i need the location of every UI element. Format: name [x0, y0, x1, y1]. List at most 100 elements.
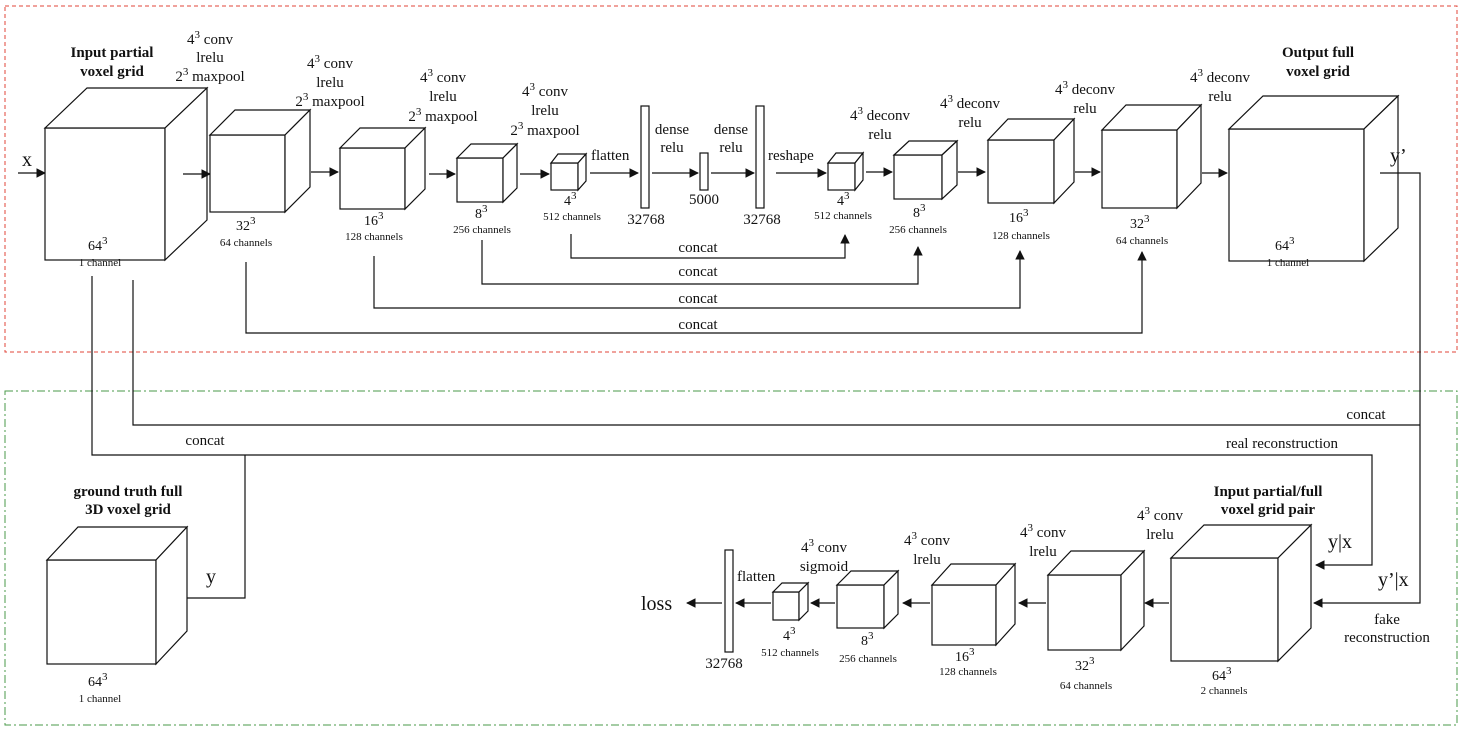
gt-title-line2: 3D voxel grid — [85, 502, 171, 518]
encoder-channels-8: 256 channels — [453, 224, 511, 236]
encoder-op-4-label: 43 conv lrelu 23 maxpool — [510, 81, 579, 139]
skip-label-2: concat — [678, 264, 718, 280]
svg-text:23 maxpool: 23 maxpool — [408, 106, 477, 125]
pair-title-line2: voxel grid pair — [1221, 502, 1316, 518]
dense-bar-32768-b — [755, 105, 765, 209]
concat-top-label: concat — [1346, 407, 1386, 423]
svg-text:lrelu: lrelu — [1146, 527, 1174, 543]
svg-text:lrelu: lrelu — [429, 89, 457, 105]
output-dim: 643 — [1275, 235, 1295, 254]
pair-title-line1: Input partial/full — [1214, 484, 1323, 500]
svg-text:relu: relu — [1208, 89, 1232, 105]
svg-text:43 conv: 43 conv — [801, 537, 847, 556]
decoder-cube-8 — [892, 139, 959, 201]
svg-text:lrelu: lrelu — [196, 50, 224, 66]
gt-path — [186, 455, 246, 599]
disc-op-2-label: 43 conv lrelu — [1020, 522, 1066, 560]
pair-dim: 643 — [1212, 665, 1232, 684]
gt-cube — [45, 525, 189, 666]
decoder-cube-16 — [986, 117, 1076, 205]
disc-dim-32: 323 — [1075, 655, 1095, 674]
svg-text:23 maxpool: 23 maxpool — [510, 120, 579, 139]
loss-label: loss — [641, 593, 672, 615]
gt-title-line1: ground truth full — [74, 484, 183, 500]
svg-text:relu: relu — [958, 115, 982, 131]
decoder-dim-16: 163 — [1009, 207, 1029, 226]
encoder-cube-16 — [338, 126, 427, 211]
output-cube — [1227, 94, 1400, 263]
encoder-dim-4: 43 — [564, 190, 577, 209]
input-channels: 1 channel — [79, 257, 121, 269]
output-title-line2: voxel grid — [1286, 64, 1350, 80]
encoder-dim-32: 323 — [236, 215, 256, 234]
disc-cube-32 — [1046, 549, 1146, 652]
disc-dim-8: 83 — [861, 630, 874, 649]
input-symbol-x: x — [22, 149, 32, 171]
gt-channels: 1 channel — [79, 693, 121, 705]
concat-left-label: concat — [185, 433, 225, 449]
decoder-dim-32: 323 — [1130, 213, 1150, 232]
svg-text:43 conv: 43 conv — [1137, 505, 1183, 524]
svg-text:43 conv: 43 conv — [307, 53, 353, 72]
decoder-op-3-label: 43 deconv relu — [1055, 79, 1116, 117]
skip-4-to-4 — [570, 234, 850, 259]
generator-section-border — [4, 5, 1458, 353]
pair-channels: 2 channels — [1201, 685, 1248, 697]
input-dim: 643 — [88, 235, 108, 254]
encoder-channels-16: 128 channels — [345, 231, 403, 243]
svg-text:43 conv: 43 conv — [1020, 522, 1066, 541]
bar-size-b: 5000 — [689, 192, 719, 208]
fake-path — [1313, 172, 1421, 608]
bar-size-c: 32768 — [743, 212, 781, 228]
svg-text:sigmoid: sigmoid — [800, 559, 849, 575]
svg-text:lrelu: lrelu — [913, 552, 941, 568]
disc-flatten-label: flatten — [737, 569, 776, 585]
dense1-label-2: relu — [660, 140, 684, 156]
flatten-label: flatten — [591, 148, 630, 164]
decoder-op-4-label: 43 deconv relu — [1190, 67, 1251, 105]
skip-label-1: concat — [678, 240, 718, 256]
disc-cube-16 — [930, 562, 1017, 647]
output-channels: 1 channel — [1267, 257, 1309, 269]
svg-text:relu: relu — [1073, 101, 1097, 117]
encoder-cube-4 — [549, 152, 588, 192]
disc-bar-size: 32768 — [705, 656, 743, 672]
disc-cube-8 — [835, 569, 900, 630]
discriminator-section-border — [4, 390, 1458, 726]
encoder-cube-8 — [455, 142, 519, 204]
disc-channels-16: 128 channels — [939, 666, 997, 678]
x-concat-path — [132, 280, 1420, 426]
svg-text:43 deconv: 43 deconv — [1190, 67, 1251, 86]
real-path — [91, 276, 1373, 570]
skip-label-4: concat — [678, 317, 718, 333]
svg-text:43 deconv: 43 deconv — [1055, 79, 1116, 98]
disc-op-1-label: 43 conv lrelu — [1137, 505, 1183, 543]
gt-symbol: y — [206, 566, 216, 588]
svg-text:relu: relu — [868, 127, 892, 143]
dense-bar-32768-a — [640, 105, 650, 209]
decoder-channels-4: 512 channels — [814, 210, 872, 222]
dense1-label-1: dense — [655, 122, 689, 138]
svg-text:43 conv: 43 conv — [904, 530, 950, 549]
fake-label-1: fake — [1374, 612, 1400, 628]
encoder-cube-32 — [208, 108, 312, 214]
fake-label-2: reconstruction — [1344, 630, 1430, 646]
disc-channels-8: 256 channels — [839, 653, 897, 665]
svg-text:lrelu: lrelu — [1029, 544, 1057, 560]
input-title-line2: voxel grid — [80, 64, 144, 80]
encoder-channels-4: 512 channels — [543, 211, 601, 223]
svg-text:43 conv: 43 conv — [187, 29, 233, 48]
disc-channels-32: 64 channels — [1060, 680, 1112, 692]
bar-size-a: 32768 — [627, 212, 665, 228]
svg-text:23 maxpool: 23 maxpool — [295, 91, 364, 110]
disc-channels-4: 512 channels — [761, 647, 819, 659]
dense-bar-5000 — [699, 152, 709, 191]
decoder-dim-8: 83 — [913, 202, 926, 221]
svg-text:43 conv: 43 conv — [420, 67, 466, 86]
svg-text:lrelu: lrelu — [531, 103, 559, 119]
input-title-line1: Input partial — [71, 45, 154, 61]
gt-dim: 643 — [88, 671, 108, 690]
decoder-dim-4: 43 — [837, 190, 850, 209]
disc-cube-4 — [771, 581, 810, 622]
